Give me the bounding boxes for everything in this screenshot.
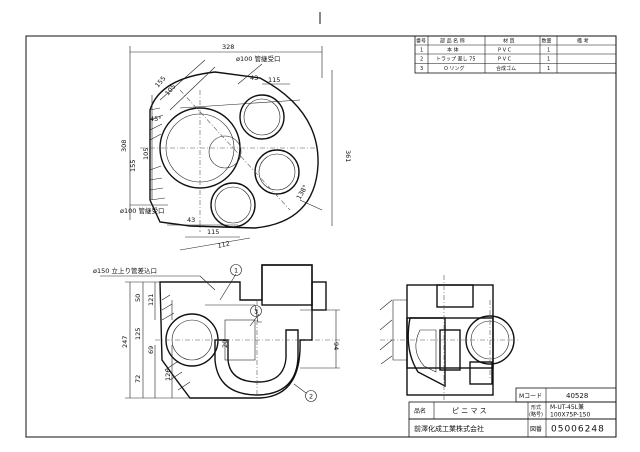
model-label-line2: (略号): [529, 411, 543, 418]
front-view-drawing: 1 3 2 ø150 立上り管差込口 50 121 125 247 69 72 …: [93, 264, 340, 402]
parts-row1-no: 1: [420, 48, 423, 54]
model-line2: 100X75P-150: [550, 412, 590, 419]
m-code-label: Mコード: [519, 393, 542, 400]
balloon-2: [305, 390, 317, 402]
balloon-3: [250, 305, 262, 317]
dim-361: 361: [344, 150, 352, 162]
parts-row3-material: 合成ゴム: [496, 65, 516, 72]
dim-126: 126: [164, 369, 172, 381]
dim-155-left: 155: [129, 160, 137, 172]
dim-247: 247: [121, 336, 129, 348]
balloon-2-label: 2: [309, 393, 313, 401]
dim-pipe-inlet-top: ø100 管継受口: [236, 54, 280, 63]
parts-table: 番号 部 品 名 称 材 質 数量 備 考 1 本 体 P V C 1 2 トラ…: [414, 35, 617, 74]
top-view-drawing: 328 ø100 管継受口 155 105 43 115 45° 308 105…: [120, 43, 352, 251]
dim-105-left: 105: [142, 148, 150, 160]
dim-pipe-inlet-bottom: ø100 管継受口: [120, 206, 164, 215]
product-name: ピ ニ マ ス: [452, 407, 487, 415]
title-block: Mコード 40528 品名 ピ ニ マ ス 形式 (略号) M-UT-45L兼 …: [408, 387, 617, 438]
parts-row1-qty: 1: [547, 48, 550, 54]
dim-43-bottom: 43: [187, 216, 195, 224]
m-code-value: 40528: [566, 392, 588, 400]
parts-row3-qty: 1: [547, 66, 550, 72]
dim-155-top: 155: [153, 75, 167, 90]
dim-43-top: 43: [250, 74, 258, 82]
parts-row1-material: P V C: [498, 48, 512, 54]
dim-72: 72: [134, 375, 142, 383]
balloon-3-label: 3: [254, 308, 258, 316]
balloon-1-label: 1: [234, 267, 238, 275]
dim-45-deg: 45°: [150, 115, 162, 123]
dim-138-deg: 138°: [295, 183, 310, 201]
dim-115-bottom: 115: [207, 228, 219, 236]
parts-row2-qty: 1: [547, 57, 550, 63]
dim-69: 69: [147, 346, 155, 354]
dim-125: 125: [134, 328, 142, 340]
parts-header-remarks: 備 考: [577, 38, 589, 45]
dim-328: 328: [222, 43, 234, 51]
drawing-no: 05006248: [551, 425, 605, 435]
dim-105-top: 105: [163, 83, 177, 98]
parts-row2-name: トラップ 差し 75: [436, 56, 476, 63]
product-name-label: 品名: [414, 407, 426, 415]
parts-header-qty: 数量: [542, 38, 552, 45]
company-name: 前澤化成工業株式会社: [414, 424, 484, 433]
drawing-border: [25, 35, 617, 438]
model-line1: M-UT-45L兼: [550, 403, 584, 411]
dim-115-top: 115: [268, 76, 280, 84]
parts-row3-no: 3: [420, 66, 423, 72]
side-view-drawing: [379, 275, 520, 400]
dim-20: 20: [221, 340, 229, 348]
model-label-line1: 形式: [531, 404, 541, 411]
dim-112: 112: [217, 240, 231, 250]
parts-row1-name: 本 体: [447, 47, 459, 54]
dim-308: 308: [120, 140, 128, 152]
dim-94: 94: [332, 342, 340, 350]
dim-121: 121: [147, 294, 155, 306]
parts-row3-name: O リング: [444, 65, 465, 72]
parts-header-material: 材 質: [503, 38, 515, 45]
parts-header-no: 番号: [416, 38, 426, 45]
parts-row2-material: P V C: [498, 57, 512, 63]
parts-row2-no: 2: [420, 57, 423, 63]
parts-header-name: 部 品 名 称: [440, 38, 465, 45]
dim-50: 50: [134, 294, 142, 302]
standpipe-note: ø150 立上り管差込口: [93, 266, 157, 275]
balloon-1: [230, 264, 242, 276]
drawing-no-label: 図番: [530, 426, 542, 433]
